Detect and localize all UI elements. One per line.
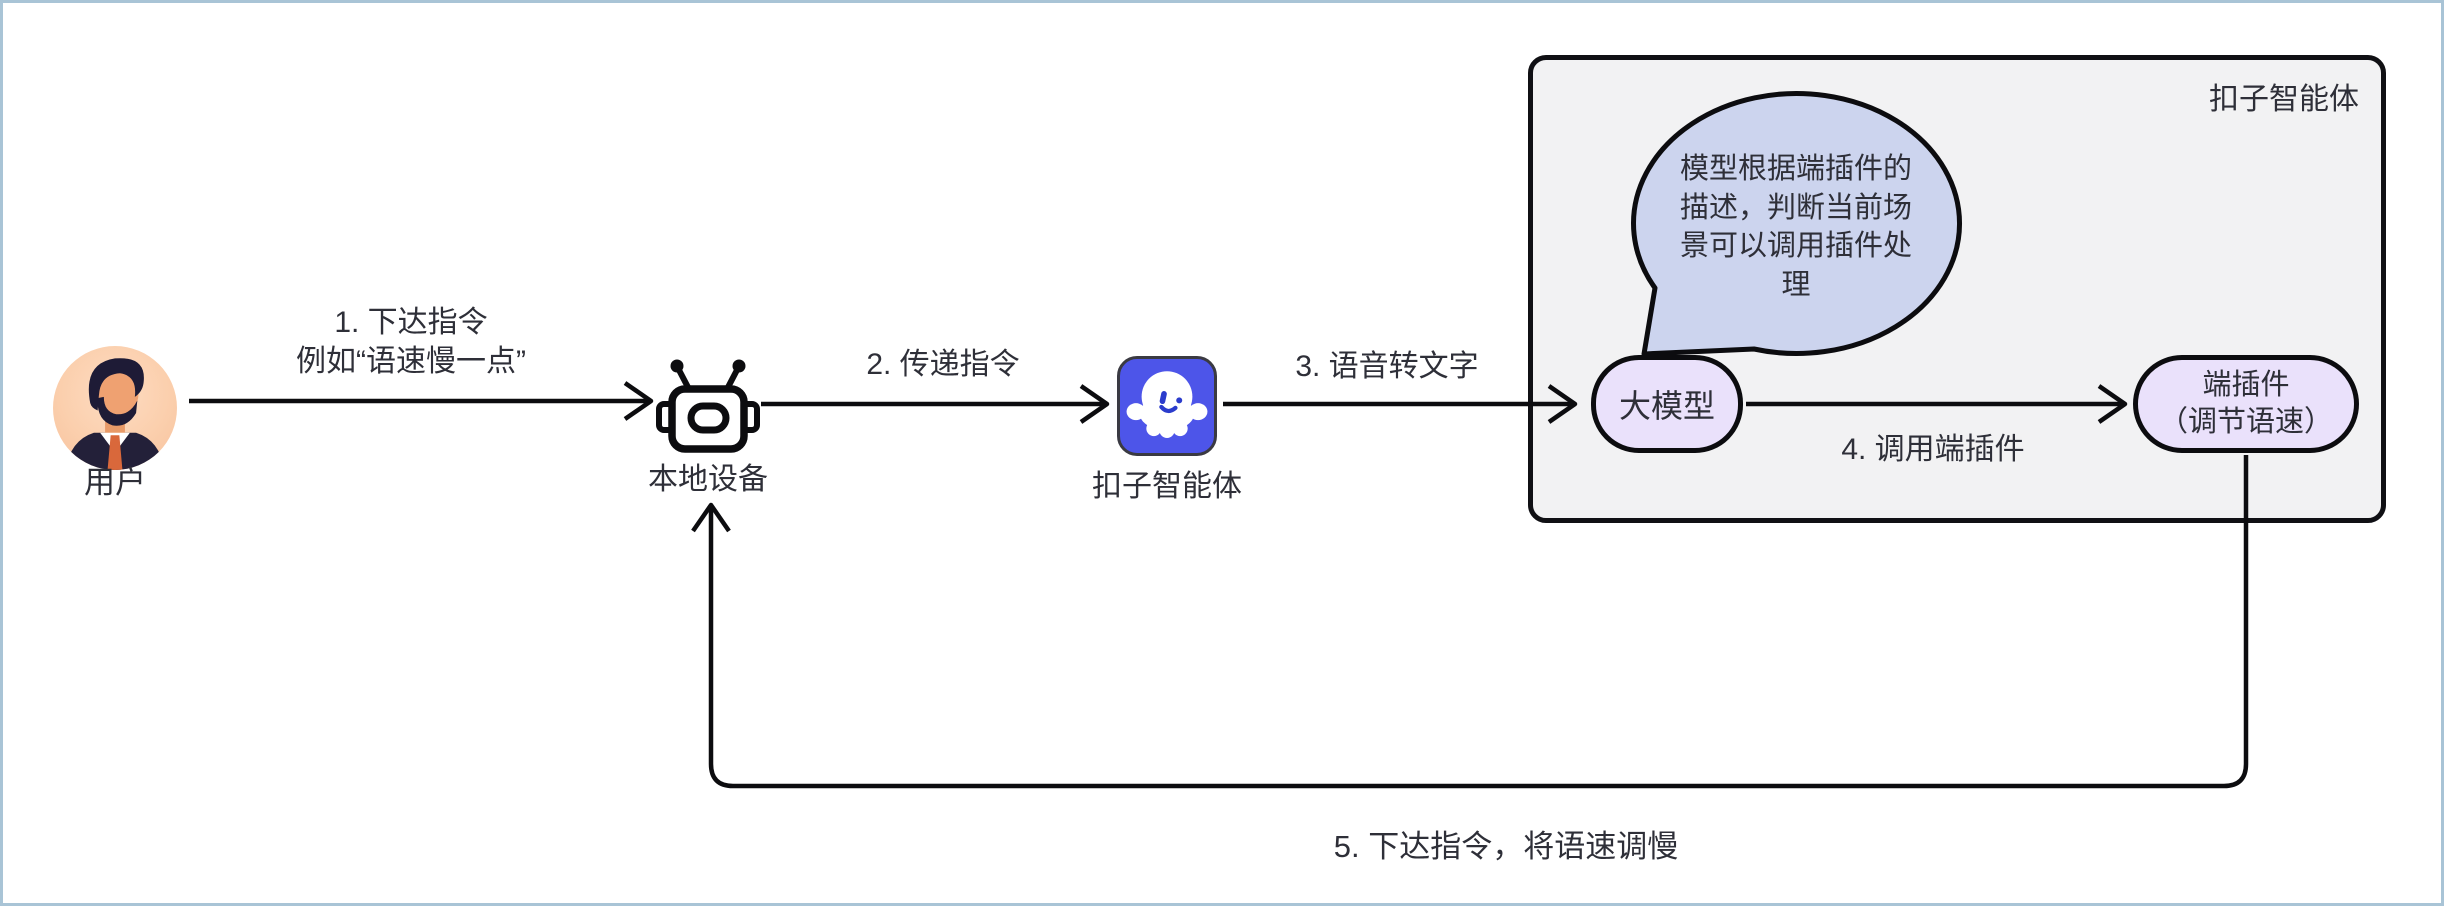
coze-app-icon bbox=[1117, 356, 1217, 456]
callout-bubble bbox=[1631, 91, 1962, 357]
edge2-arrowhead bbox=[1079, 384, 1110, 424]
llm-node: 大模型 bbox=[1591, 355, 1743, 453]
coze-ghost-icon bbox=[1126, 371, 1208, 438]
callout-text: 模型根据端插件的描述，判断当前场景可以调用插件处理 bbox=[1679, 153, 1912, 301]
edge4-label: 4. 调用端插件 bbox=[1841, 433, 2025, 466]
edge1-label-line2: 例如“语速慢一点” bbox=[296, 345, 526, 378]
user-avatar bbox=[53, 346, 177, 470]
local-device-label: 本地设备 bbox=[648, 463, 768, 496]
edge1-arrowhead bbox=[623, 381, 654, 421]
device-plugin-label-line2: （调节语速） bbox=[2158, 406, 2333, 438]
edge5-label: 5. 下达指令，将语速调慢 bbox=[1333, 829, 1679, 864]
coze-app-label: 扣子智能体 bbox=[1092, 470, 1242, 503]
connector-layer bbox=[189, 91, 2249, 789]
edge5-line bbox=[708, 455, 2249, 789]
robot-icon bbox=[656, 359, 760, 453]
device-plugin-node: 端插件 （调节语速） bbox=[2133, 355, 2359, 453]
container-title: 扣子智能体 bbox=[2209, 83, 2359, 116]
llm-node-label: 大模型 bbox=[1618, 388, 1715, 424]
device-plugin-label-line1: 端插件 bbox=[2202, 369, 2290, 401]
edge1-label: 1. 下达指令 例如“语速慢一点” bbox=[261, 303, 561, 381]
edge2-label: 2. 传递指令 bbox=[866, 348, 1020, 381]
edge1-label-line1: 1. 下达指令 bbox=[334, 306, 488, 339]
edge3-arrowhead bbox=[1547, 384, 1578, 424]
edge3-label: 3. 语音转文字 bbox=[1295, 350, 1479, 383]
edge5-arrowhead bbox=[691, 502, 731, 533]
user-avatar-illustration bbox=[65, 358, 165, 470]
user-label: 用户 bbox=[84, 465, 146, 500]
edge4-arrowhead bbox=[2097, 384, 2128, 424]
